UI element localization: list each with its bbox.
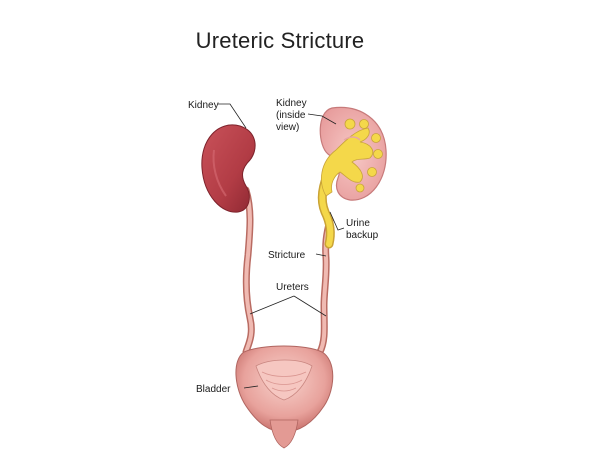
left-kidney bbox=[201, 124, 256, 213]
leader-kidney bbox=[218, 103, 247, 129]
leader-bladder bbox=[243, 385, 259, 389]
diagram-title: Ureteric Stricture bbox=[195, 28, 365, 53]
label-kidney-inside-view-1: Kidney bbox=[276, 98, 307, 109]
label-bladder: Bladder bbox=[196, 384, 231, 395]
leader-ureters-left bbox=[249, 295, 295, 315]
leader-stricture bbox=[315, 253, 327, 257]
label-urine-backup-1: Urine bbox=[346, 218, 370, 229]
leader-ureters-right bbox=[293, 295, 327, 317]
label-kidney-inside-view-3: view) bbox=[276, 122, 299, 133]
leader-urine-backup bbox=[329, 211, 345, 231]
label-ureters: Ureters bbox=[276, 282, 309, 293]
label-urine-backup-2: backup bbox=[346, 230, 379, 241]
label-kidney: Kidney bbox=[188, 100, 219, 111]
bladder bbox=[235, 345, 334, 449]
leader-kidney-inside-view bbox=[307, 113, 337, 125]
right-kidney-inside-view bbox=[319, 106, 387, 201]
label-kidney-inside-view-2: (inside bbox=[276, 110, 306, 121]
label-stricture: Stricture bbox=[268, 250, 306, 261]
